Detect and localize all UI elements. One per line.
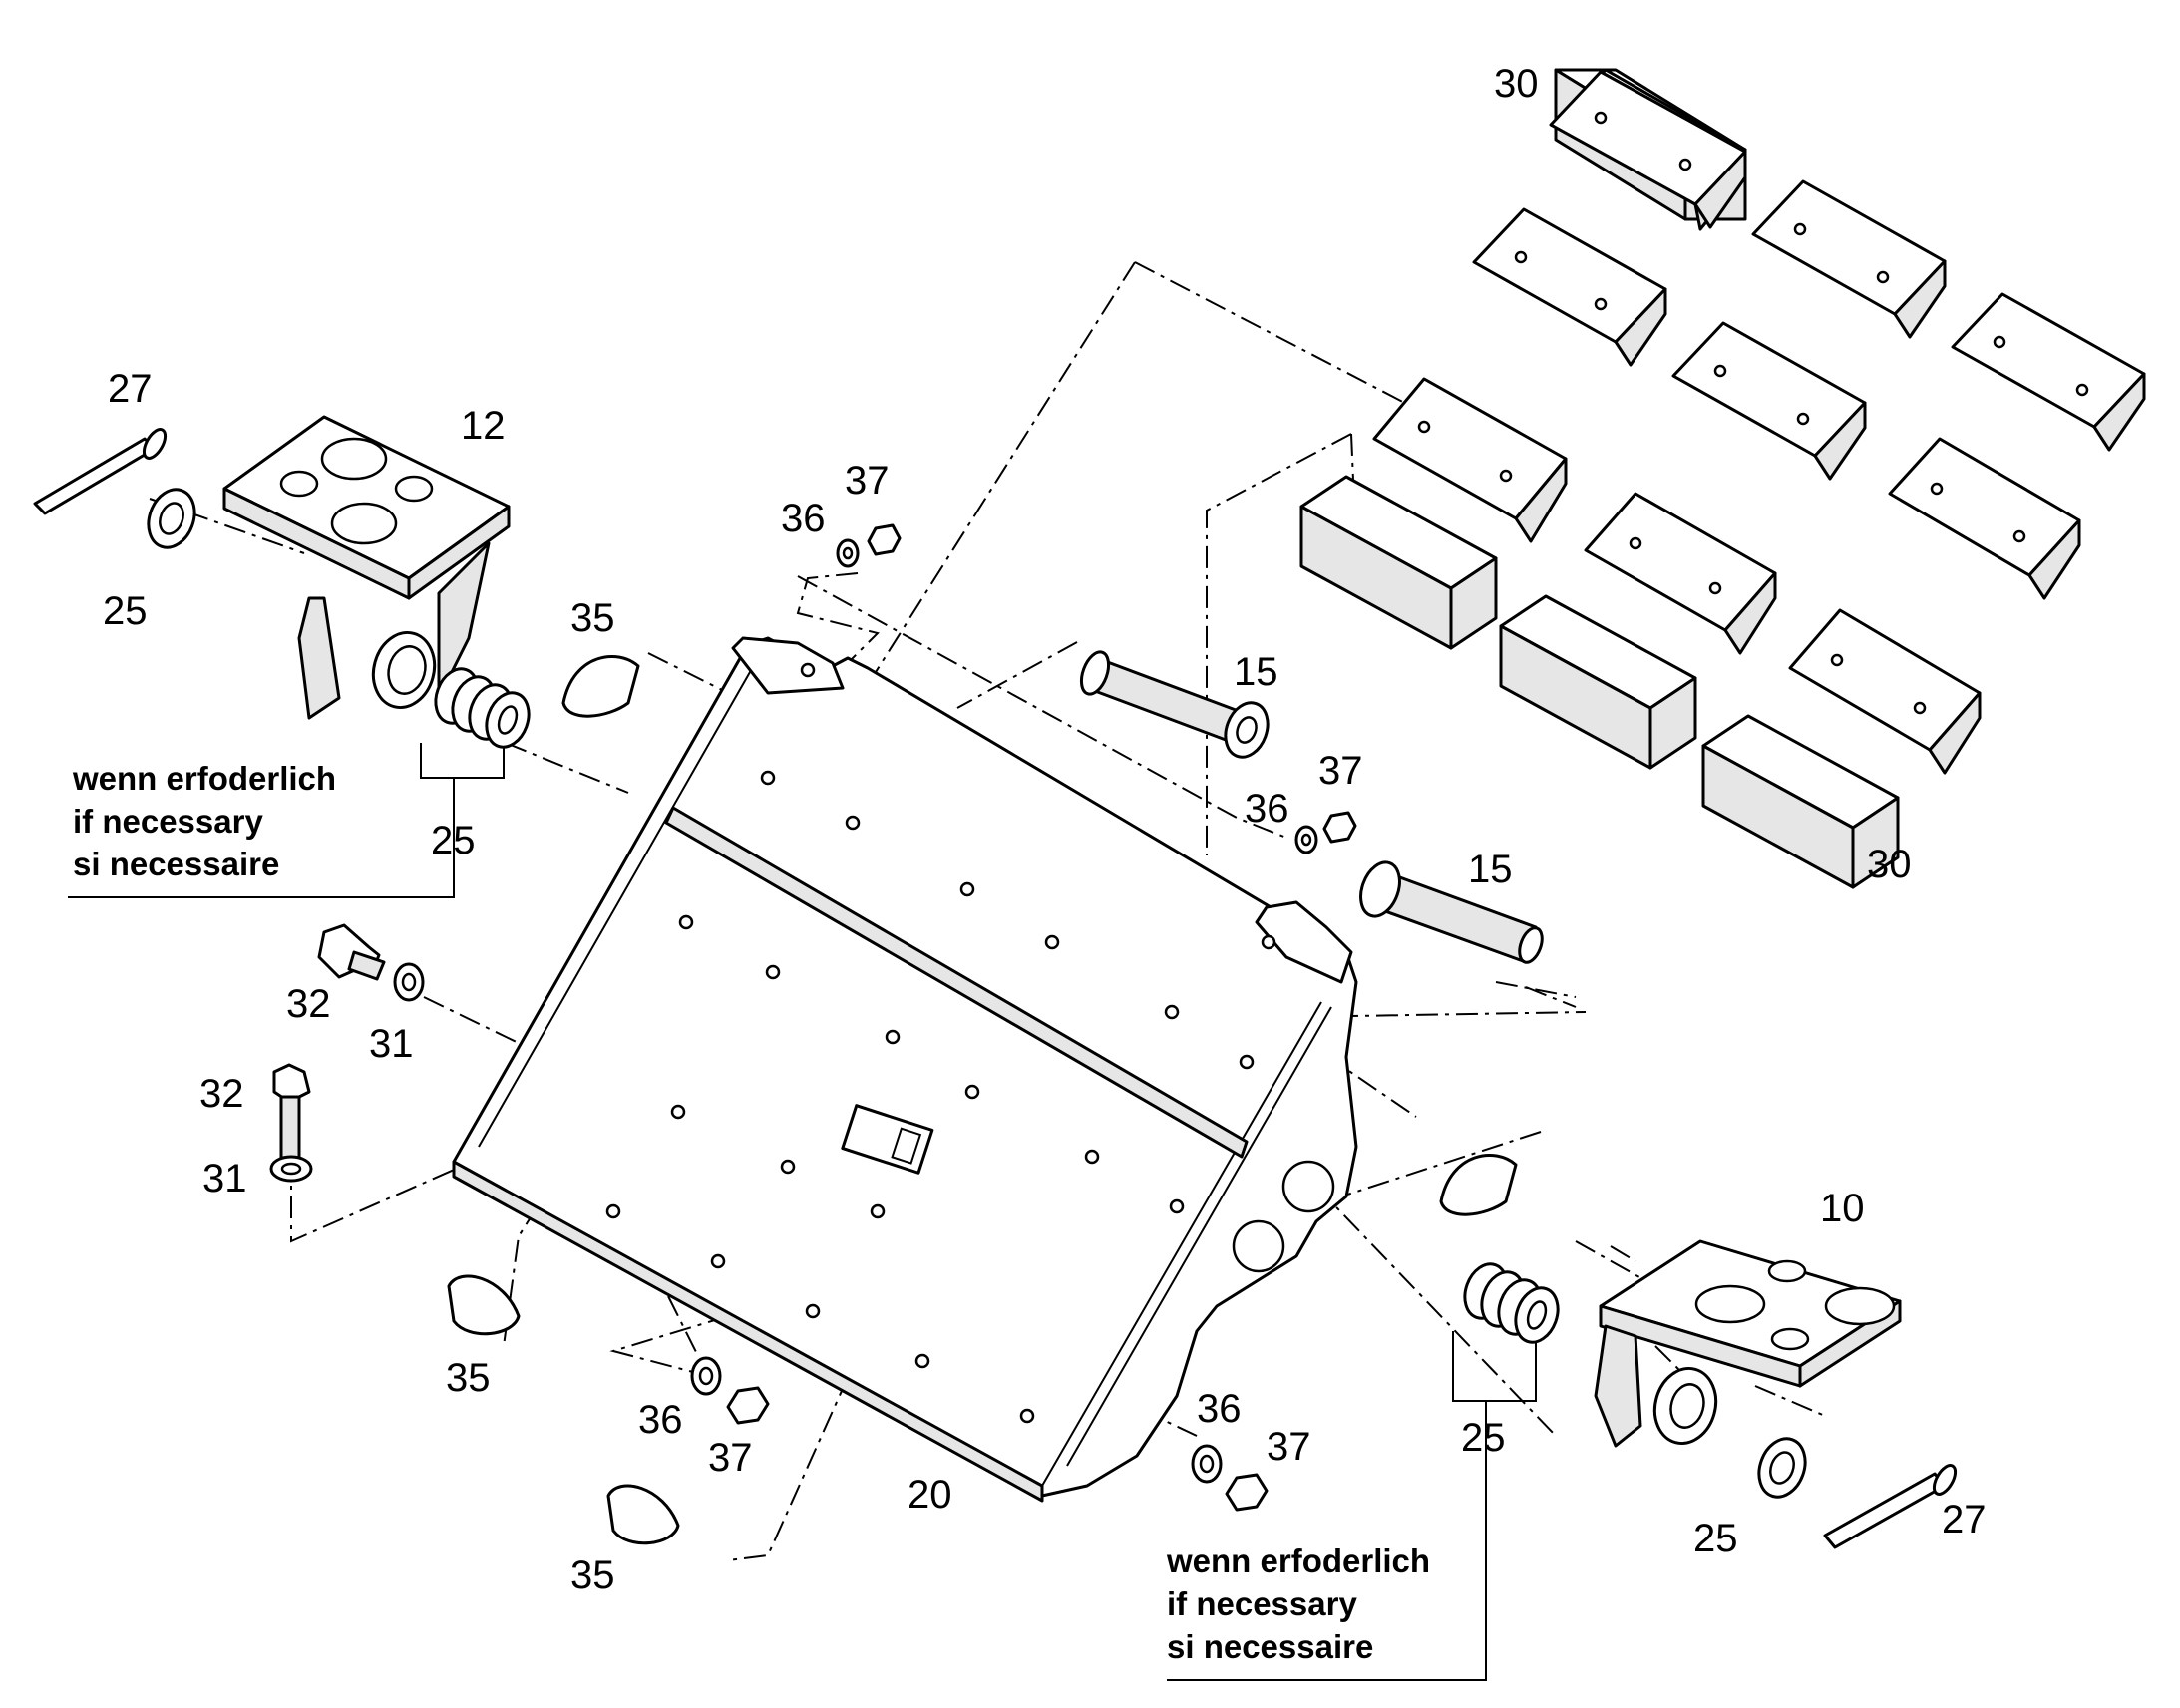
note-line-german: wenn erfoderlich <box>1166 1542 1430 1579</box>
label-35: 35 <box>570 1553 615 1597</box>
spring-stack-left <box>434 667 531 749</box>
part-labels-extra: 36 37 <box>1197 1387 1311 1469</box>
label-30: 30 <box>1867 843 1912 886</box>
label-37: 37 <box>1318 749 1363 793</box>
label-36: 36 <box>781 497 826 540</box>
cotter-pins <box>33 428 1958 1549</box>
label-27: 27 <box>108 367 153 411</box>
label-36: 36 <box>1197 1387 1242 1431</box>
label-30: 30 <box>1494 62 1539 106</box>
label-36: 36 <box>1245 787 1289 831</box>
label-32: 32 <box>286 982 331 1026</box>
label-27: 27 <box>1942 1498 1987 1541</box>
washers <box>147 488 1807 1499</box>
bracket-right <box>1594 1239 1902 1448</box>
label-36: 36 <box>638 1398 683 1442</box>
label-37: 37 <box>708 1436 753 1480</box>
label-32: 32 <box>199 1072 244 1116</box>
label-37: 37 <box>845 459 890 503</box>
leader-lines <box>68 743 1537 1681</box>
bolts <box>269 923 425 1183</box>
spring-stack-right <box>1463 1262 1560 1344</box>
label-35: 35 <box>570 596 615 640</box>
label-35: 35 <box>446 1356 491 1400</box>
note-left: wenn erfoderlich if necessary si necessa… <box>72 760 336 882</box>
note-line-french: si necessaire <box>1167 1628 1373 1665</box>
label-15: 15 <box>1468 848 1513 891</box>
label-15: 15 <box>1234 650 1278 694</box>
part-labels: 30 30 27 27 12 10 25 25 25 25 35 35 35 3… <box>103 62 1987 1597</box>
small-hardware <box>690 523 1357 1512</box>
note-line-german: wenn erfoderlich <box>72 760 336 797</box>
note-line-french: si necessaire <box>73 846 279 882</box>
bracket-left <box>222 415 511 720</box>
label-31: 31 <box>202 1157 247 1200</box>
label-25: 25 <box>103 589 148 633</box>
note-line-english: if necessary <box>1167 1585 1357 1622</box>
buffers <box>447 654 1518 1545</box>
note-line-english: if necessary <box>73 803 263 840</box>
plate-tiles <box>1299 68 2146 889</box>
label-12: 12 <box>461 404 506 448</box>
note-right: wenn erfoderlich if necessary si necessa… <box>1166 1542 1430 1665</box>
label-25: 25 <box>431 819 476 862</box>
label-37: 37 <box>1267 1425 1311 1469</box>
label-25: 25 <box>1461 1416 1506 1460</box>
label-31: 31 <box>369 1022 414 1066</box>
label-25: 25 <box>1693 1517 1738 1560</box>
frame-holes <box>605 770 1255 1424</box>
label-10: 10 <box>1820 1187 1865 1230</box>
main-frame <box>452 636 1358 1503</box>
pins <box>1079 650 1544 964</box>
label-20: 20 <box>908 1473 952 1517</box>
